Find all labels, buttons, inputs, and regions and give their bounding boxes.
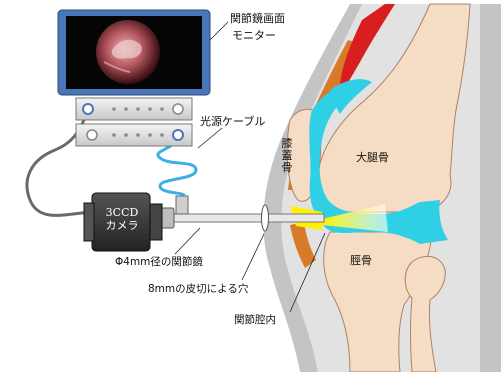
ccu-port — [83, 104, 93, 114]
patella-label: 膝 蓋 骨 — [281, 138, 293, 174]
arthroscope-label: Φ4mm径の関節鏡 — [115, 256, 203, 268]
incision-leader — [242, 234, 264, 280]
camera-label-line2: カメラ — [96, 219, 148, 232]
light-post — [176, 196, 188, 214]
incision-port — [262, 205, 269, 231]
camera-label-line1: 3CCD — [96, 206, 148, 219]
scope-leader — [175, 228, 200, 254]
cable-leader — [198, 128, 222, 148]
monitor-label-line2: モニター — [232, 30, 276, 43]
patella-char-3: 骨 — [281, 162, 293, 174]
tibia-label: 脛骨 — [350, 255, 372, 268]
camera-label: 3CCD カメラ — [96, 206, 148, 232]
arthroscope-shaft — [172, 214, 324, 222]
femur-label: 大腿骨 — [356, 152, 389, 165]
light-source-port — [173, 130, 183, 140]
ccu-knob — [173, 104, 183, 114]
monitor-label-line1: 関節鏡画面 — [230, 13, 285, 26]
camera-back — [84, 203, 94, 241]
monitor-leader — [210, 22, 228, 40]
light-cable-label: 光源ケーブル — [200, 116, 265, 129]
incision-label: 8mmの皮切による穴 — [148, 283, 248, 295]
joint-cavity-label: 関節腔内 — [234, 314, 276, 326]
camera-coupler — [150, 204, 162, 240]
